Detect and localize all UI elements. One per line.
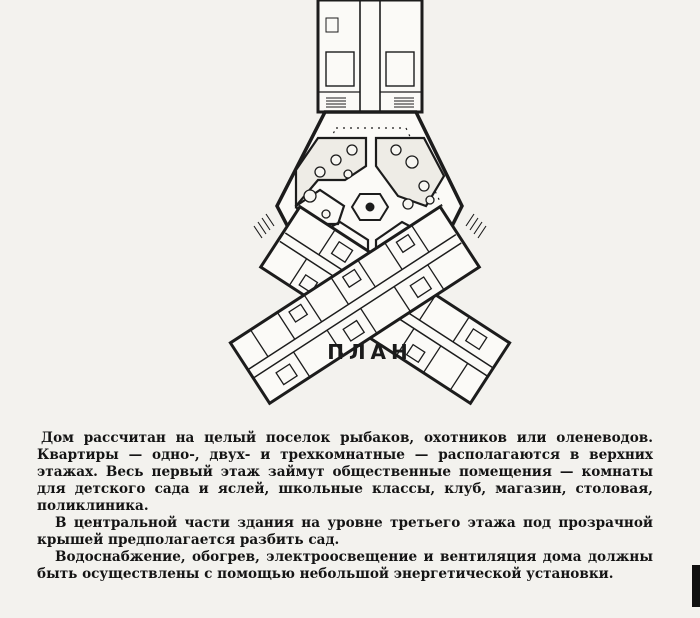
paragraph-1: Дом рассчитан на целый поселок рыбаков, … (37, 430, 653, 514)
stair-hatching (253, 213, 487, 239)
paragraph-3: Водоснабжение, обогрев, электроосвещение… (37, 549, 653, 582)
plan-caption: ПЛАН (327, 340, 413, 364)
southeast-wing (228, 204, 482, 406)
article-text: Дом рассчитан на целый поселок рыбаков, … (37, 430, 653, 583)
paragraph-2: В центральной части здания на уровне тре… (37, 515, 653, 548)
north-wing (316, 0, 424, 114)
floor-plan-drawing (228, 0, 512, 406)
page-edge-mark (692, 565, 700, 607)
